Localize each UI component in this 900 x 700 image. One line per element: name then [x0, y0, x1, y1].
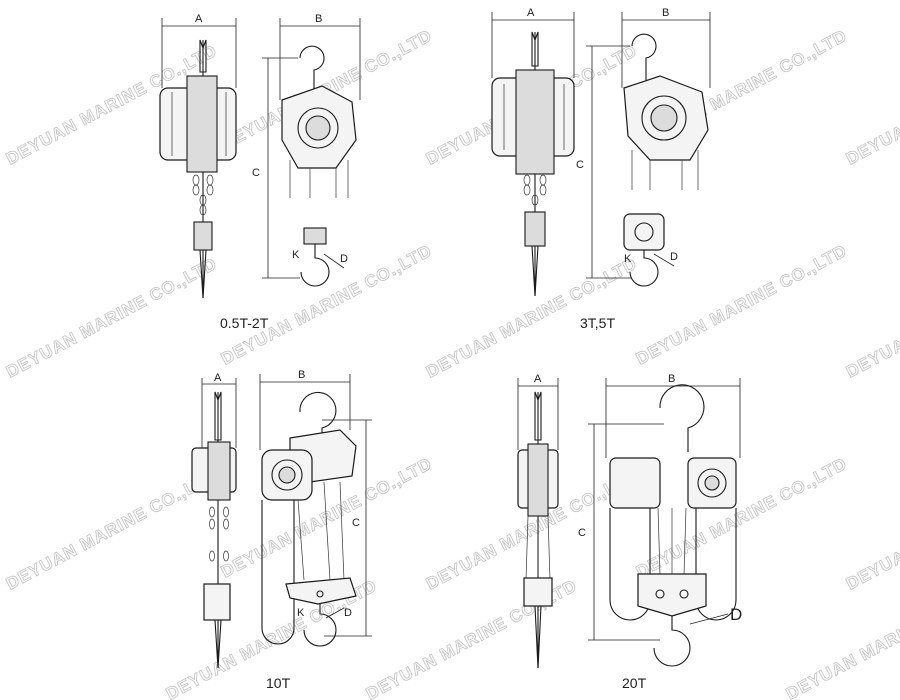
watermark-text: DEYUAN MARINE CO.,LTD — [843, 466, 900, 594]
side-view — [491, 31, 575, 297]
load-chain — [523, 174, 547, 206]
panel-caption: 10T — [266, 675, 291, 691]
watermark-text: DEYUAN MARINE CO.,LTD — [633, 454, 850, 582]
hand-chain — [289, 160, 349, 198]
panel-caption: 20T — [622, 675, 647, 691]
dimension-label-d: D — [340, 253, 348, 265]
load-chain — [657, 507, 687, 575]
panel-3t-5t: A B C K D 3T,5T — [491, 7, 711, 331]
dimension-label-d: D — [730, 605, 742, 624]
panel-10t: A B C K D 10T — [191, 369, 372, 691]
dimension-label-c: C — [352, 517, 360, 529]
dimension-label-k: K — [297, 607, 305, 619]
load-chain — [525, 515, 551, 581]
side-view — [191, 391, 237, 669]
dimension-label-b: B — [662, 7, 669, 19]
dimension-lines — [517, 378, 741, 641]
load-chain — [297, 481, 345, 581]
panel-caption: 3T,5T — [580, 315, 615, 331]
hand-chain — [631, 150, 699, 190]
side-view — [517, 391, 559, 669]
load-chain — [192, 174, 214, 216]
watermark-text: DEYUAN MARINE CO.,LTD — [3, 466, 220, 594]
dimension-label-b: B — [298, 369, 305, 381]
watermark-text: DEYUAN MARINE CO.,LTD — [218, 241, 435, 369]
dimension-label-a: A — [527, 7, 535, 19]
watermark-text: DEYUAN MARINE CO.,LTD — [843, 254, 900, 382]
dimension-label-c: C — [576, 159, 584, 171]
dimension-lines — [491, 12, 711, 279]
front-view — [261, 391, 357, 647]
dimension-lines — [161, 18, 361, 279]
load-chain — [209, 506, 229, 562]
front-view — [281, 45, 357, 287]
dimension-label-b: B — [315, 13, 322, 25]
dimension-label-d: D — [670, 251, 678, 263]
dimension-label-b: B — [668, 373, 675, 385]
dimension-label-c: C — [252, 167, 260, 179]
panel-20t: A B C D 20T — [517, 373, 742, 691]
dimension-label-a: A — [195, 13, 203, 25]
dimension-lines — [201, 374, 372, 637]
watermark-text: DEYUAN MARINE CO.,LTD — [633, 241, 850, 369]
panel-0-5t-2t: A B C K D 0.5T-2T — [159, 13, 361, 331]
dimension-label-a: A — [534, 373, 542, 385]
dimension-label-k: K — [292, 249, 300, 261]
front-view — [609, 384, 737, 667]
watermark-text: DEYUAN MARINE CO.,LTD — [3, 254, 220, 382]
panel-caption: 0.5T-2T — [220, 315, 269, 331]
watermark-text: DEYUAN MARINE CO.,LTD — [783, 576, 900, 700]
front-view — [623, 33, 709, 287]
dimension-label-a: A — [214, 372, 222, 384]
watermark-text: DEYUAN MARINE CO.,LTD — [843, 41, 900, 169]
dimension-label-d: D — [344, 607, 352, 619]
watermark-layer: DEYUAN MARINE CO.,LTD DEYUAN MARINE CO.,… — [3, 26, 900, 700]
dimension-label-c: C — [578, 527, 586, 539]
side-view — [159, 39, 237, 299]
dimension-label-k: K — [624, 253, 632, 265]
